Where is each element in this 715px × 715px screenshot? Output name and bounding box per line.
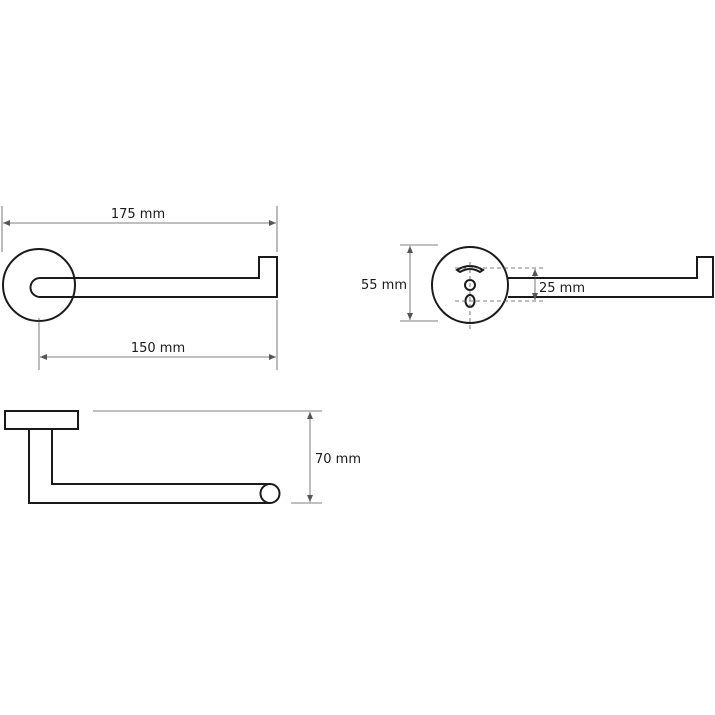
side-view-rosette xyxy=(431,246,509,324)
dim-25-label: 25 mm xyxy=(539,281,585,296)
top-view-rosette xyxy=(2,248,76,322)
top-view-arm xyxy=(29,256,278,298)
dim-70-label: 70 mm xyxy=(315,452,361,467)
dim-150-label: 150 mm xyxy=(131,341,185,356)
front-view-arm xyxy=(28,429,270,504)
front-view-arm-end xyxy=(259,483,281,504)
front-view: 70 mm xyxy=(4,410,361,504)
side-view-slot xyxy=(455,265,485,274)
dim-175-label: 175 mm xyxy=(111,207,165,222)
top-view: 175 mm 150 mm xyxy=(1,206,278,370)
dim-55-label: 55 mm xyxy=(361,278,407,293)
side-view-arm xyxy=(508,256,714,298)
side-view: 55 mm 25 mm xyxy=(361,244,714,330)
front-view-rosette xyxy=(4,410,79,430)
